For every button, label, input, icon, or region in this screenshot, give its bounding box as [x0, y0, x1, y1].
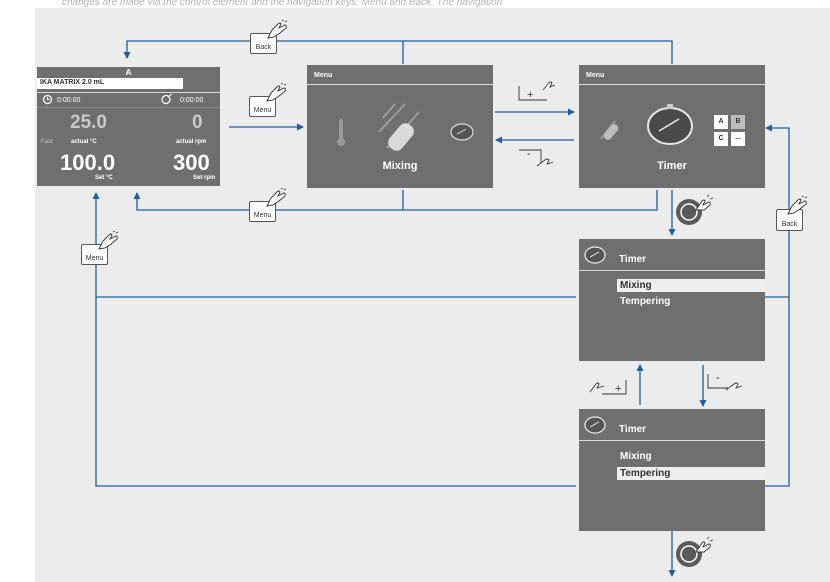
timer-clock-icon: [42, 94, 53, 105]
menu-rule: [307, 84, 493, 85]
menu-button-side[interactable]: Menu: [81, 244, 108, 265]
timer-icon: [647, 104, 693, 145]
timer-title: Timer: [619, 254, 647, 265]
rotate-hand-icon: [518, 81, 556, 101]
home-rule: [37, 92, 220, 93]
rotary-knob-press-icon[interactable]: [674, 536, 718, 570]
home-rule-2: [37, 107, 220, 108]
timer-title: Timer: [619, 424, 647, 435]
menu-selected-label: Mixing: [382, 160, 418, 172]
list-item-tempering[interactable]: Tempering: [620, 296, 671, 307]
back-loop-line: [123, 40, 673, 64]
menu-rule: [579, 84, 765, 85]
rotate-hand-icon: [589, 380, 627, 395]
minus-sign: -: [527, 148, 531, 160]
grid-key-a: A: [714, 115, 728, 129]
set-rpm: 300: [173, 150, 210, 175]
turn-plus-gesture-mid: +: [588, 374, 628, 400]
device-name: IKA MATRIX 2.0 mL: [40, 79, 105, 86]
timer-screen-mixing-selected: Timer Mixing Tempering: [579, 239, 765, 361]
timer-screen-tempering-selected: Timer Mixing Tempering: [579, 409, 765, 531]
actual-rpm-label: actual rpm: [176, 139, 207, 145]
caption-text: changes are made via the control element…: [62, 0, 503, 8]
grid-key-more: ...: [731, 132, 745, 146]
back-button-right[interactable]: Back: [776, 209, 803, 231]
hand-press-icon: [267, 20, 288, 39]
timer-stop-icon: [161, 94, 173, 105]
rotate-hand-icon: [519, 149, 554, 167]
minus-sign: -: [716, 372, 720, 384]
turn-minus-gesture-mid: -: [706, 370, 746, 396]
home-screen: A IKA MATRIX 2.0 mL 0:00:00 0:00:00 25.0…: [37, 67, 220, 186]
slot-label: A: [125, 68, 132, 77]
actual-rpm: 0: [192, 112, 203, 133]
menu-selected-label: Timer: [657, 160, 687, 172]
grid-key-b: B: [731, 115, 745, 129]
rotary-knob-press-icon[interactable]: [674, 194, 718, 228]
right-back-branch: [765, 297, 790, 487]
timer-rule: [579, 270, 765, 271]
set-temp-label: Set °C: [95, 175, 113, 181]
turn-plus-gesture-top: +: [517, 80, 557, 106]
timer-left: 0:00:00: [57, 97, 81, 104]
turn-minus-gesture-top: -: [517, 146, 557, 172]
list-item-tempering[interactable]: Tempering: [617, 467, 765, 480]
hand-press-icon: [266, 188, 287, 207]
menu-mixing-screen: Menu Mixing: [307, 65, 493, 188]
menu-title: Menu: [314, 72, 333, 79]
timer-icon: [584, 416, 606, 434]
device-name-bar: IKA MATRIX 2.0 mL: [37, 78, 183, 89]
menu-button-label: Menu: [253, 107, 272, 114]
actual-temp-label: actual °C: [71, 139, 97, 145]
timer-right: 0:00:00: [180, 97, 204, 104]
menu-title: Menu: [586, 72, 605, 79]
timer-icon: [584, 246, 606, 264]
plus-sign: +: [615, 383, 622, 395]
set-rpm-label: Set rpm: [193, 175, 216, 181]
back-button-label: Back: [255, 44, 272, 51]
timer-rule: [579, 440, 765, 441]
actual-temp: 25.0: [70, 112, 107, 133]
plus-sign: +: [527, 89, 534, 101]
hand-press-icon: [266, 83, 287, 102]
mode-label: Fast: [41, 139, 53, 145]
hand-press-icon: [98, 231, 119, 250]
hand-press-icon: [787, 196, 808, 215]
thermometer-icon: [337, 119, 345, 146]
menu-return-line: [133, 190, 658, 211]
abc-grid-icon: A B C ...: [714, 115, 746, 147]
grid-key-c: C: [714, 132, 728, 146]
menu-button-home[interactable]: Menu: [249, 96, 276, 117]
set-temp: 100.0: [60, 150, 116, 175]
mixing-tube-icon: [600, 120, 619, 140]
mixing-tube-icon: [378, 103, 420, 151]
menu-timer-screen: Menu A B C ... Timer: [579, 65, 765, 188]
menu-button-label: Menu: [85, 255, 104, 262]
rotate-hand-icon: [707, 374, 743, 391]
side-return-line: [95, 296, 576, 487]
back-button-label: Back: [781, 221, 798, 228]
list-item-mixing[interactable]: Mixing: [617, 279, 765, 292]
list-item-mixing[interactable]: Mixing: [620, 451, 652, 462]
menu-button-return[interactable]: Menu: [249, 201, 276, 222]
back-button-top[interactable]: Back: [250, 33, 277, 54]
timer-icon: [450, 123, 474, 141]
menu-button-label: Menu: [253, 212, 272, 219]
